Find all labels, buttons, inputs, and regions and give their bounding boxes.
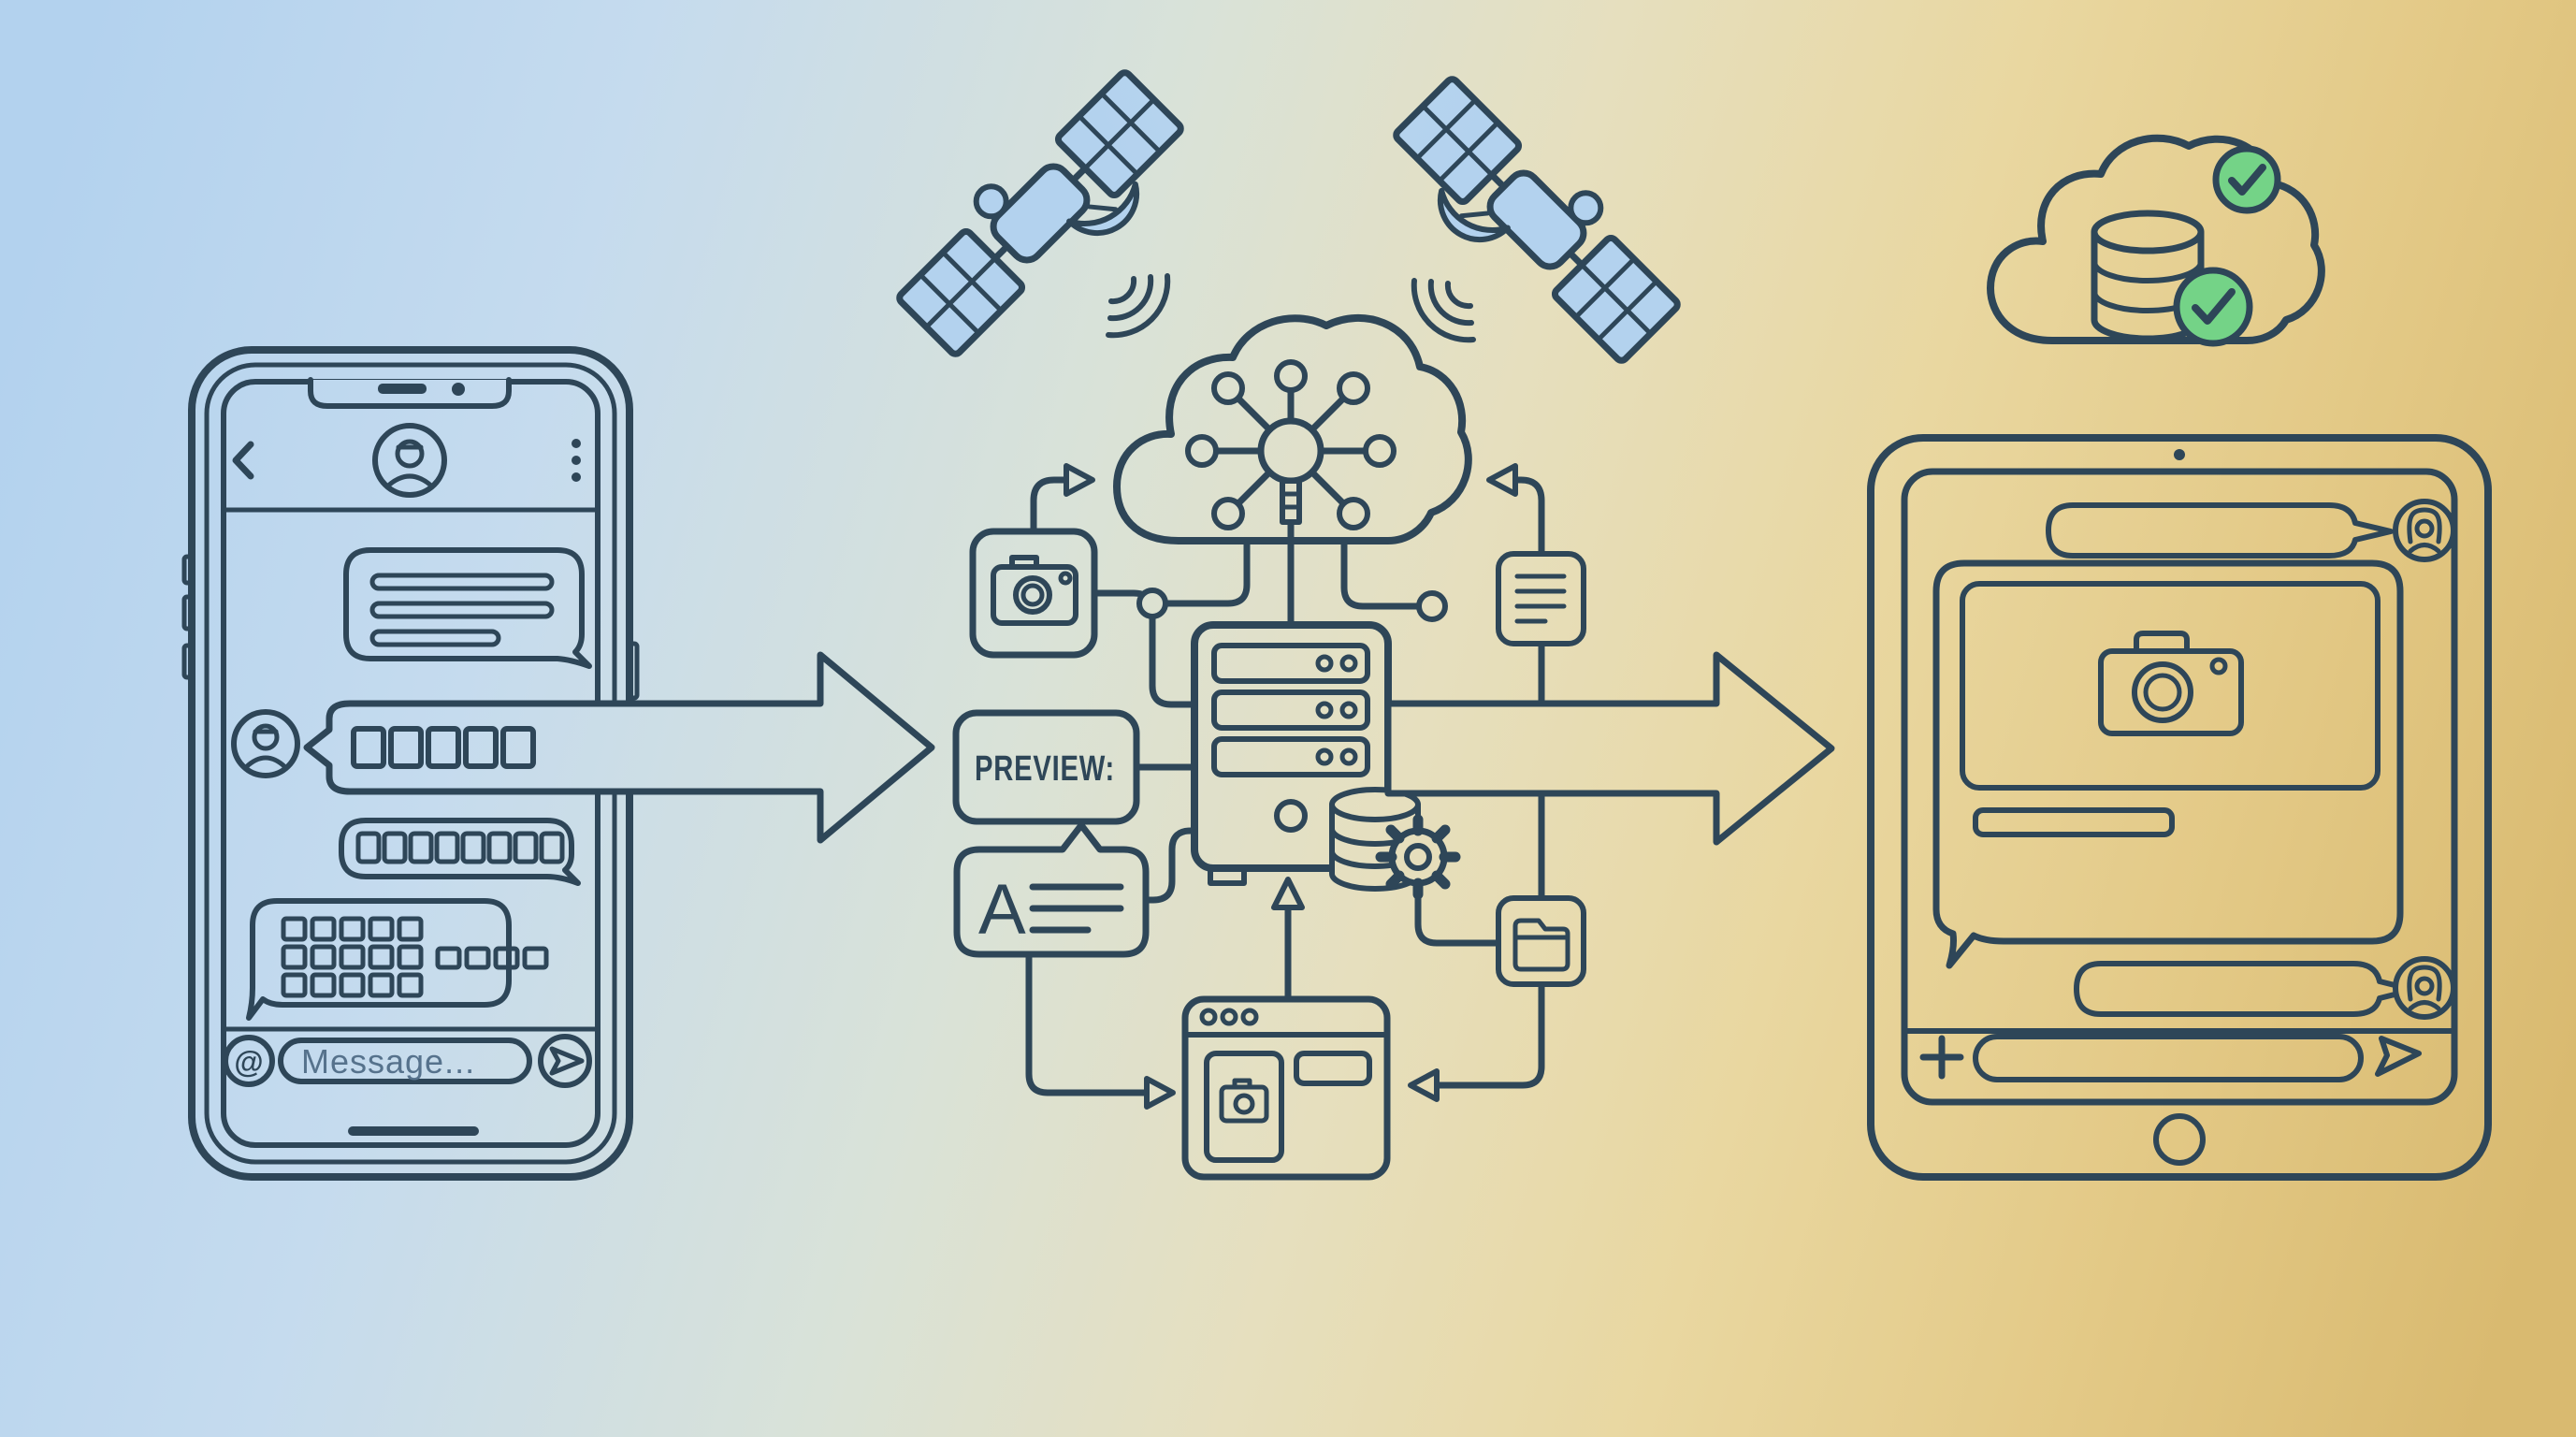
text-lines bbox=[1029, 883, 1124, 934]
photo-card-bubble bbox=[1932, 559, 2404, 969]
mention-icon: @ bbox=[234, 1045, 263, 1079]
preview-box: PREVIEW: bbox=[952, 709, 1140, 825]
photo-thumbnail-icon bbox=[1219, 1078, 1269, 1124]
arrowhead-into-browser-right bbox=[1408, 1068, 1440, 1102]
camera-box bbox=[969, 528, 1098, 659]
arrowhead-up-into-server bbox=[1271, 877, 1305, 910]
message-placeholder: Message... bbox=[301, 1042, 475, 1081]
text-message-bubble: A bbox=[953, 821, 1150, 958]
power-button-icon bbox=[1274, 799, 1308, 833]
tablet-screen bbox=[1901, 468, 2458, 1106]
female-avatar-icon bbox=[2393, 499, 2456, 562]
received-message-bubble bbox=[2074, 961, 2416, 1017]
female-avatar-icon bbox=[2393, 956, 2456, 1020]
arrowhead-into-browser-left bbox=[1144, 1076, 1176, 1110]
photo-frame bbox=[1960, 581, 2381, 791]
contact-avatar-icon bbox=[372, 423, 447, 498]
preview-label: PREVIEW: bbox=[975, 749, 1115, 789]
delivery-arrow bbox=[1384, 651, 1835, 846]
camera-photo-icon bbox=[2098, 631, 2244, 736]
document-icon bbox=[1514, 573, 1567, 624]
tablet bbox=[1867, 434, 2492, 1181]
node-terminal-icon bbox=[1136, 588, 1168, 619]
browser-window bbox=[1181, 995, 1391, 1181]
mention-button: @ bbox=[223, 1035, 275, 1087]
check-circle-icon bbox=[2212, 145, 2281, 214]
cloud-storage-synced bbox=[1987, 134, 2325, 347]
cloud-network bbox=[1113, 314, 1472, 629]
signal-waves-icon bbox=[1411, 278, 1476, 343]
more-menu-icon bbox=[572, 439, 581, 482]
back-chevron-icon bbox=[232, 441, 254, 480]
signal-waves-icon bbox=[1106, 273, 1171, 339]
network-hub-icon bbox=[1185, 359, 1397, 629]
satellite-icon bbox=[886, 59, 1201, 374]
received-text-bubble bbox=[343, 547, 592, 669]
folder-icon bbox=[1512, 918, 1570, 972]
pixel-squares-bubble bbox=[339, 818, 581, 886]
speaker-icon bbox=[378, 384, 427, 394]
keyboard-keys bbox=[281, 916, 549, 998]
camera-icon bbox=[991, 555, 1078, 626]
send-plane-icon bbox=[549, 1046, 585, 1076]
send-plane-icon bbox=[2375, 1036, 2422, 1077]
pixel-squares bbox=[351, 726, 536, 769]
arrowhead-into-cloud-left bbox=[1064, 463, 1095, 497]
caption-bar bbox=[1973, 807, 2175, 837]
message-input: Message... bbox=[278, 1038, 532, 1084]
letter-a: A bbox=[978, 870, 1026, 950]
front-camera-dot bbox=[452, 383, 465, 396]
gear-icon bbox=[1375, 814, 1461, 900]
plus-icon bbox=[1919, 1035, 1964, 1080]
message-input bbox=[1973, 1034, 2364, 1082]
sender-avatar-icon bbox=[231, 709, 300, 778]
keyboard-bubble bbox=[246, 898, 549, 1021]
arrowhead-into-cloud-right bbox=[1486, 463, 1518, 497]
photo-message-arrow bbox=[303, 651, 935, 844]
document-box bbox=[1496, 551, 1586, 646]
satellite-icon-mirrored bbox=[1377, 65, 1692, 381]
url-bar bbox=[1294, 1051, 1372, 1086]
send-button bbox=[538, 1034, 592, 1088]
front-camera-dot bbox=[2174, 449, 2185, 460]
home-button bbox=[2153, 1113, 2206, 1166]
received-message-bubble bbox=[2046, 502, 2394, 559]
check-circle-icon bbox=[2173, 267, 2253, 347]
folder-box bbox=[1496, 895, 1586, 987]
node-terminal-icon bbox=[1416, 590, 1448, 622]
home-indicator bbox=[348, 1126, 479, 1136]
